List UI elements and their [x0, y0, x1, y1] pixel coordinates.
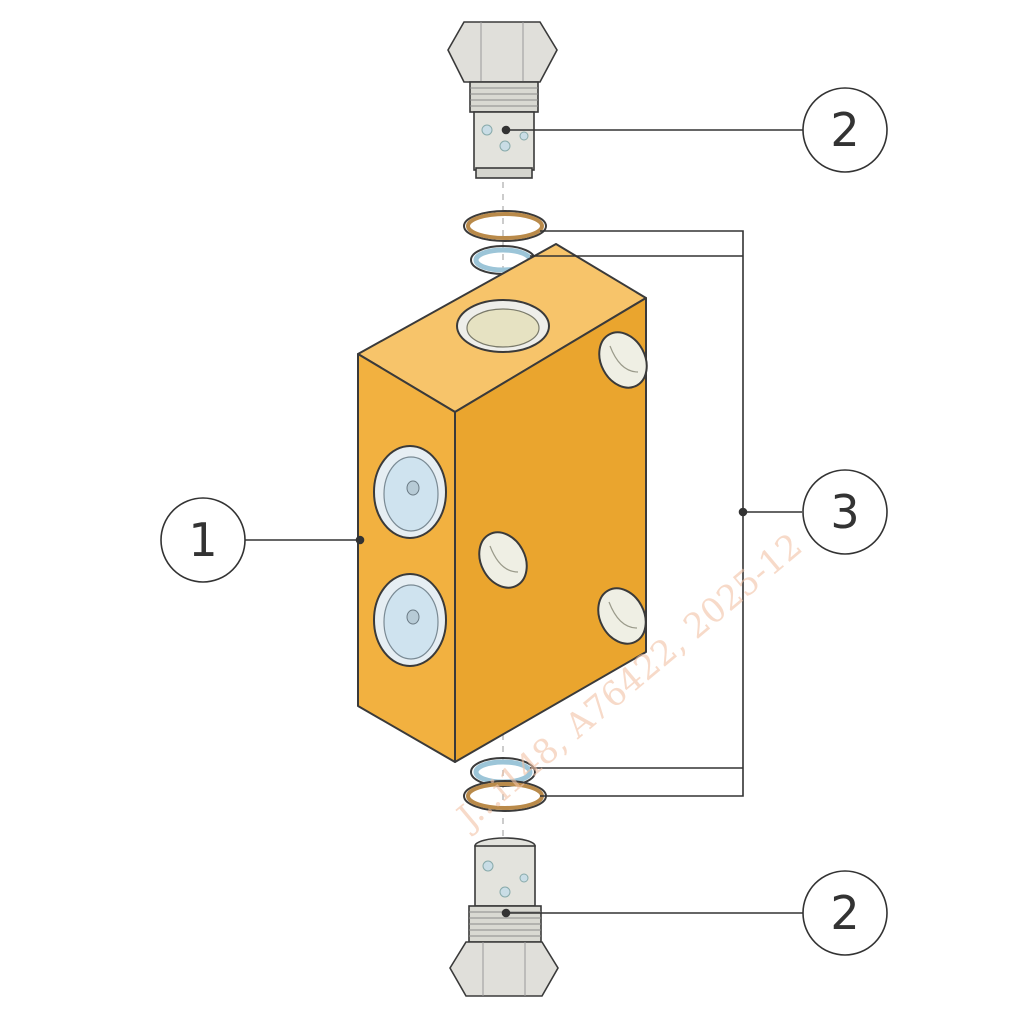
- cartridge-bottom-hex-head: [449, 941, 559, 997]
- side-port-middle: [478, 531, 528, 589]
- callout-1: 1: [160, 497, 246, 583]
- callout-3-label: 3: [830, 485, 859, 539]
- front-port-lower: [373, 573, 447, 667]
- valve-block-front-face: [357, 353, 456, 763]
- seal-top-outer: [463, 210, 547, 242]
- top-port: [456, 299, 550, 353]
- side-port-lower: [597, 587, 647, 645]
- cartridge-top: [447, 21, 558, 179]
- front-port-upper: [373, 445, 447, 539]
- callout-2-top-label: 2: [830, 103, 859, 157]
- side-port-upper: [598, 331, 648, 389]
- cartridge-top-hex-head: [447, 21, 558, 83]
- callout-2-bottom-label: 2: [830, 886, 859, 940]
- cartridge-top-thread: [469, 81, 539, 113]
- leader-lines: [245, 125, 803, 918]
- callout-1-label: 1: [188, 513, 217, 567]
- valve-block: [357, 243, 648, 763]
- valve-block-side-face: [454, 297, 647, 763]
- callout-3: 3: [802, 469, 888, 555]
- cartridge-bottom: [449, 837, 559, 997]
- callout-2-top: 2: [802, 87, 888, 173]
- callout-2-bottom: 2: [802, 870, 888, 956]
